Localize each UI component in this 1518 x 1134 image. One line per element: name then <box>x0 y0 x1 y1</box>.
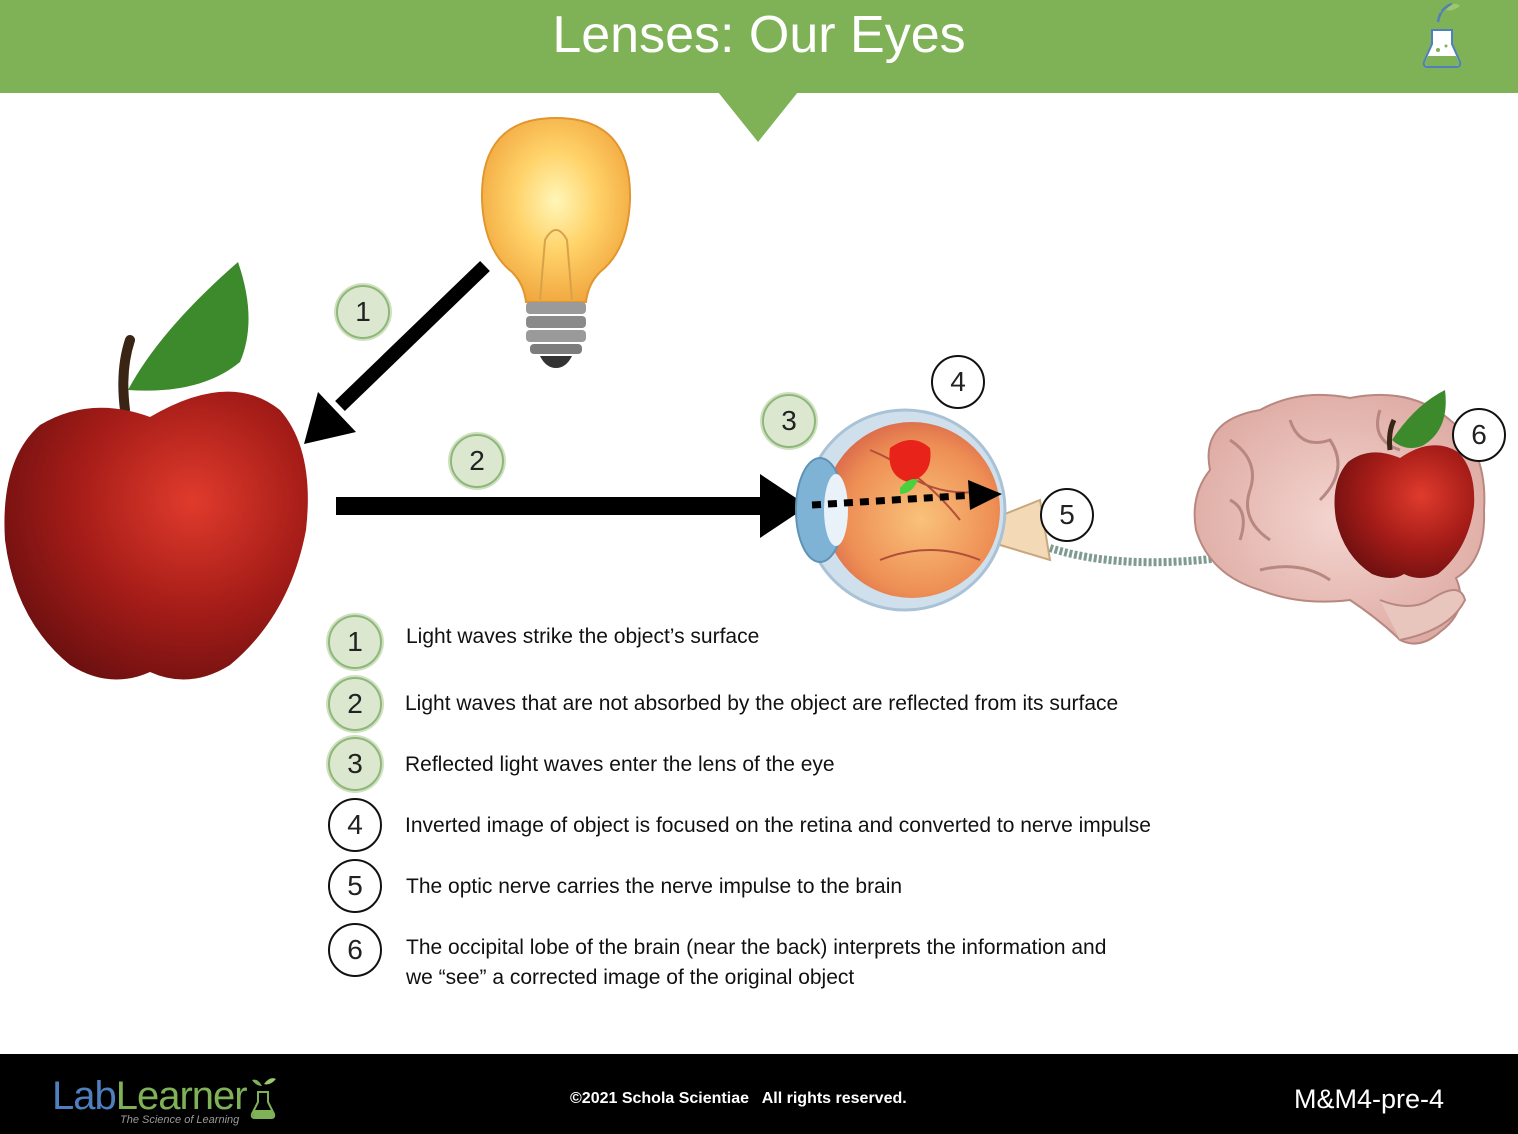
diagram-canvas <box>4 116 1486 680</box>
perceived-apple-icon <box>1334 390 1475 578</box>
legend-text-2: Light waves that are not absorbed by the… <box>405 692 1119 715</box>
marker-2: 2 <box>450 434 504 488</box>
legend-marker-2: 2 <box>328 677 382 731</box>
arrow-apple-to-eye <box>336 474 808 538</box>
legend-text-5: The optic nerve carries the nerve impuls… <box>406 875 903 898</box>
logo-learner: Learner <box>115 1074 248 1118</box>
lablearner-logo: LabLearner The Science of Learning <box>52 1074 276 1126</box>
eye-icon <box>795 408 1052 612</box>
legend-marker-5: 5 <box>328 859 382 913</box>
copyright-text: ©2021 Schola Scientiae All rights reserv… <box>570 1090 907 1107</box>
legend-marker-4: 4 <box>328 798 382 852</box>
legend-text-6-line2: we “see” a corrected image of the origin… <box>406 966 855 989</box>
page-title: Lenses: Our Eyes <box>552 6 966 64</box>
light-bulb-icon <box>480 116 632 368</box>
legend-marker-6: 6 <box>328 923 382 977</box>
marker-1: 1 <box>336 285 390 339</box>
marker-4: 4 <box>931 355 985 409</box>
marker-3: 3 <box>762 394 816 448</box>
legend-text-6-line1: The occipital lobe of the brain (near th… <box>406 936 1107 959</box>
marker-5: 5 <box>1040 488 1094 542</box>
arrow-light-to-apple <box>304 260 490 444</box>
legend-text-1: Light waves strike the object’s surface <box>406 625 760 648</box>
legend-text-3: Reflected light waves enter the lens of … <box>405 753 835 776</box>
header-bar <box>0 0 1518 93</box>
legend-marker-1: 1 <box>328 615 382 669</box>
legend-marker-3: 3 <box>328 737 382 791</box>
logo-lab: Lab <box>52 1074 117 1118</box>
legend-text-4: Inverted image of object is focused on t… <box>405 814 1151 837</box>
slide-code: M&M4-pre-4 <box>1294 1084 1445 1114</box>
logo-flask-icon <box>250 1078 276 1119</box>
footer-bar <box>0 1054 1518 1134</box>
apple-icon <box>4 262 308 680</box>
header-notch <box>718 92 798 142</box>
flask-icon <box>1422 2 1462 68</box>
logo-tagline: The Science of Learning <box>120 1114 240 1126</box>
marker-6: 6 <box>1452 408 1506 462</box>
